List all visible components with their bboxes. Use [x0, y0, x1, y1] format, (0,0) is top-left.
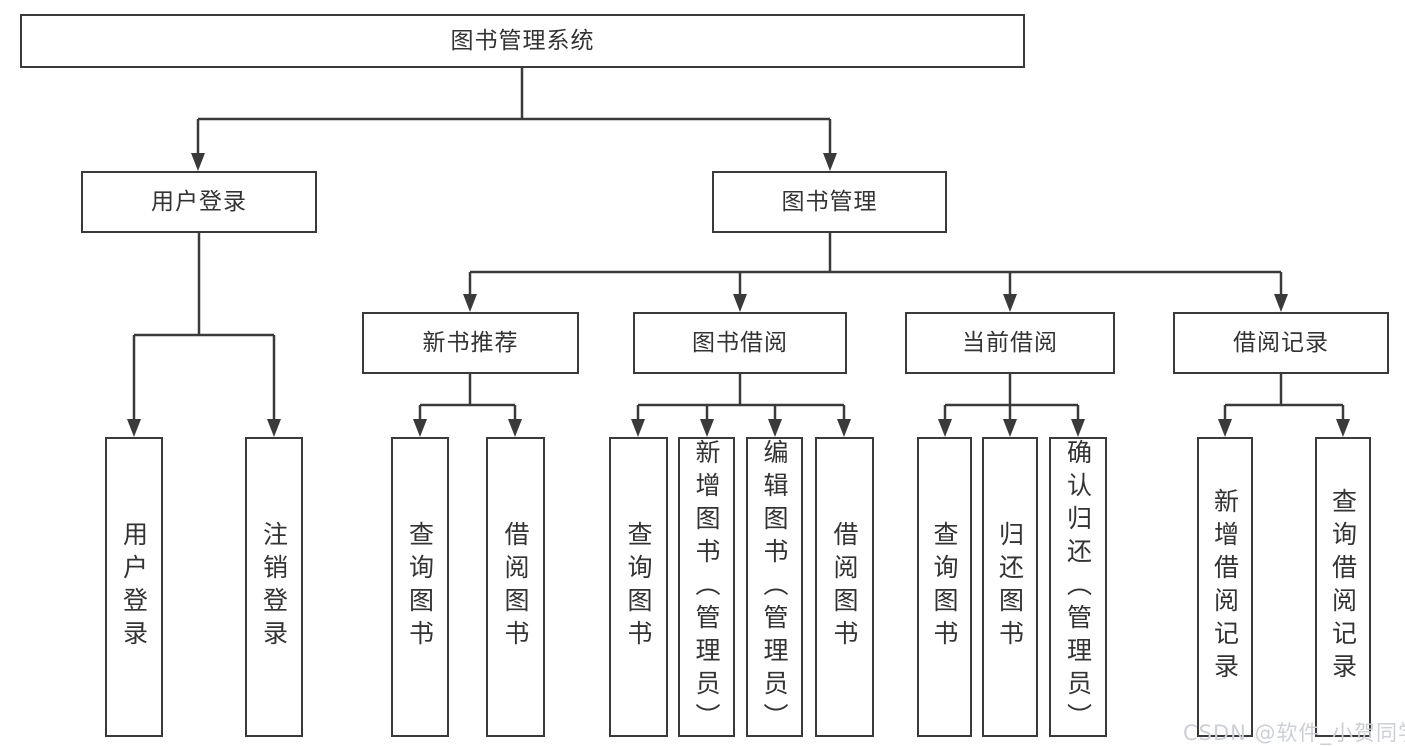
- node-book-management-label: 图书管理: [781, 188, 878, 215]
- leaf-query-borrow-record: 查询借阅记录: [1315, 437, 1371, 737]
- leaf-query-books-borrowing: 查询图书: [609, 437, 668, 737]
- node-library-system-label: 图书管理系统: [450, 27, 595, 54]
- leaf-add-book-admin-label: 新增图书（管理员）: [692, 438, 721, 736]
- leaf-confirm-return-admin: 确认归还（管理员）: [1049, 437, 1107, 737]
- node-book-borrowing: 图书借阅: [633, 312, 847, 374]
- node-current-borrowing-label: 当前借阅: [962, 329, 1058, 356]
- leaf-edit-book-admin: 编辑图书（管理员）: [746, 437, 803, 737]
- node-book-borrowing-label: 图书借阅: [692, 329, 788, 356]
- leaf-return-book: 归还图书: [982, 437, 1038, 737]
- leaf-logout: 注销登录: [245, 437, 303, 737]
- leaf-confirm-return-admin-label: 确认归还（管理员）: [1063, 438, 1093, 736]
- node-current-borrowing: 当前借阅: [905, 312, 1115, 374]
- leaf-borrow-books-recommend-label: 借阅图书: [501, 521, 530, 653]
- leaf-query-books-borrowing-label: 查询图书: [624, 521, 653, 653]
- leaf-borrow-books-borrowing-label: 借阅图书: [830, 521, 859, 653]
- leaf-query-books-recommend: 查询图书: [391, 437, 449, 737]
- node-user-login: 用户登录: [81, 171, 317, 233]
- leaf-query-borrow-record-label: 查询借阅记录: [1328, 488, 1358, 686]
- leaf-query-books-recommend-label: 查询图书: [405, 521, 435, 653]
- leaf-add-borrow-record-label: 新增借阅记录: [1210, 488, 1240, 686]
- node-borrow-records: 借阅记录: [1173, 312, 1389, 374]
- node-borrow-records-label: 借阅记录: [1233, 329, 1329, 356]
- csdn-watermark: CSDN @软件_小贺同学: [1183, 721, 1405, 745]
- node-new-book-recommend: 新书推荐: [362, 312, 579, 374]
- leaf-return-book-label: 归还图书: [995, 521, 1025, 653]
- leaf-user-login-label: 用户登录: [119, 521, 149, 653]
- node-book-management: 图书管理: [712, 171, 947, 233]
- leaf-user-login: 用户登录: [105, 437, 163, 737]
- leaf-borrow-books-borrowing: 借阅图书: [815, 437, 874, 737]
- node-user-login-label: 用户登录: [151, 188, 247, 215]
- node-library-system: 图书管理系统: [20, 14, 1025, 68]
- leaf-borrow-books-recommend: 借阅图书: [486, 437, 545, 737]
- leaf-edit-book-admin-label: 编辑图书（管理员）: [760, 438, 789, 736]
- leaf-add-book-admin: 新增图书（管理员）: [678, 437, 735, 737]
- node-new-book-recommend-label: 新书推荐: [422, 329, 519, 356]
- leaf-query-books-current-label: 查询图书: [930, 521, 959, 653]
- leaf-add-borrow-record: 新增借阅记录: [1197, 437, 1253, 737]
- leaf-query-books-current: 查询图书: [917, 437, 972, 737]
- leaf-logout-label: 注销登录: [259, 521, 289, 653]
